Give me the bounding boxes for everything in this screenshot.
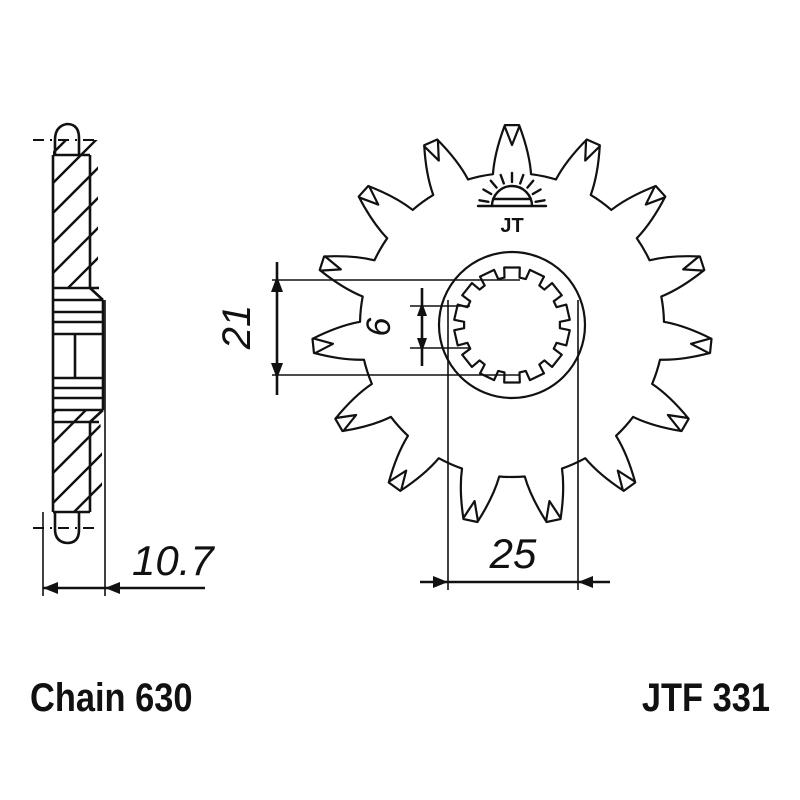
section-lower-taper [89, 409, 104, 423]
tooth-tip-notch [682, 255, 705, 272]
logo-sun-ray [478, 199, 490, 204]
logo-sun-ray [519, 173, 525, 185]
logo-sun-ray [482, 188, 493, 196]
logo-sun-ray [489, 179, 498, 189]
tooth-tip-notch [666, 413, 690, 432]
sprocket-tooth-notches [312, 125, 712, 523]
tooth-tip-notch [334, 413, 358, 432]
splined-bore-profile [453, 266, 571, 384]
tooth-tip-notch [584, 139, 601, 162]
section-tooth-bottom [53, 512, 81, 545]
logo-sun-ray [534, 199, 546, 204]
section-hatch-upper [53, 140, 98, 288]
dimension-label-10-7: 10.7 [132, 537, 215, 584]
tooth-tip-notch [358, 185, 380, 206]
part-number-label: JTF 331 [641, 676, 770, 720]
tooth-tip-notch [319, 255, 342, 272]
section-upper-taper [89, 287, 104, 301]
logo-sun-dome [490, 184, 534, 208]
tooth-tip-notch [644, 185, 666, 206]
dimension-label-6: 6 [360, 317, 398, 336]
logo-sun-ray [526, 179, 535, 189]
tooth-tip-notch [616, 469, 636, 492]
dimension-21: 21 [215, 262, 520, 395]
dimension-thickness: 10.7 [42, 300, 215, 596]
logo-sun-ray [499, 173, 505, 185]
tooth-tip-notch [689, 337, 712, 355]
dimension-25: 25 [420, 300, 610, 590]
section-spline-bands [53, 286, 103, 424]
tooth-tip-notch [503, 125, 521, 147]
sprocket-tooth-profile [311, 124, 713, 524]
tooth-tip-notch [423, 139, 440, 162]
tooth-tip-notch [388, 469, 408, 492]
dimension-label-21: 21 [215, 305, 259, 351]
section-tooth-top [53, 122, 81, 155]
jt-sunrise-logo: JT [476, 171, 548, 237]
hub-outer-circle [437, 250, 587, 400]
dimension-label-25: 25 [489, 530, 537, 577]
tooth-tip-notch [544, 499, 562, 523]
logo-sun-ray [531, 188, 542, 196]
front-view-sprocket [311, 124, 713, 524]
dimension-6: 6 [360, 288, 470, 366]
logo-sun-rays [478, 171, 546, 204]
side-section-view [33, 122, 105, 545]
logo-monogram: JT [500, 215, 523, 237]
tooth-tip-notch [312, 337, 335, 355]
tooth-tip-notch [462, 499, 480, 523]
section-hatch-lower [53, 410, 102, 512]
chain-type-label: Chain 630 [30, 676, 193, 720]
